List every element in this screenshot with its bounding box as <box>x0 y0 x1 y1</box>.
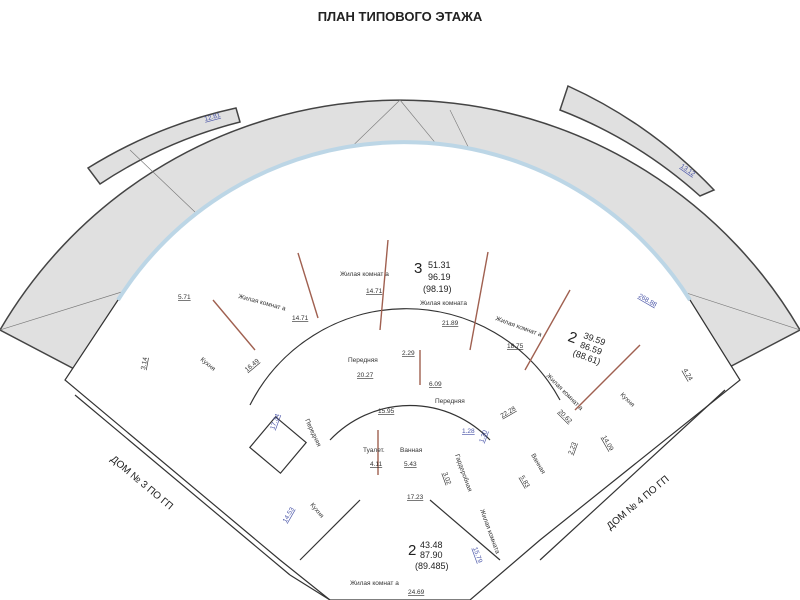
window-band <box>116 140 692 302</box>
svg-text:3.02: 3.02 <box>441 471 452 486</box>
house-4-label: ДОМ № 4 ПО ГП <box>605 474 672 532</box>
svg-text:Жилая комнат а: Жилая комнат а <box>350 580 399 587</box>
svg-text:96.19: 96.19 <box>428 272 451 282</box>
svg-text:15.95: 15.95 <box>378 408 395 415</box>
apartment-3: 3 51.31 96.19 (98.19) <box>414 260 452 294</box>
svg-text:5.43: 5.43 <box>404 461 417 468</box>
svg-text:2: 2 <box>408 542 416 559</box>
page-title: ПЛАН ТИПОВОГО ЭТАЖА <box>317 9 483 24</box>
svg-text:14.71: 14.71 <box>366 288 383 295</box>
svg-text:12.81: 12.81 <box>204 112 222 123</box>
svg-text:(98.19): (98.19) <box>423 284 452 294</box>
svg-text:43.48: 43.48 <box>420 540 443 550</box>
interior-walls <box>74 308 726 600</box>
svg-text:Передняя: Передняя <box>435 398 465 405</box>
balcony-right <box>559 84 716 197</box>
svg-text:6.09: 6.09 <box>429 381 442 388</box>
svg-text:3.14: 3.14 <box>140 356 149 370</box>
svg-text:Передняя: Передняя <box>348 357 378 364</box>
balcony-left <box>86 107 241 186</box>
svg-text:(89.485): (89.485) <box>415 561 449 571</box>
svg-text:3: 3 <box>414 260 422 277</box>
svg-text:Туалет.: Туалет. <box>363 447 385 454</box>
svg-text:51.31: 51.31 <box>428 260 451 270</box>
svg-text:2.23: 2.23 <box>567 441 578 456</box>
svg-text:Жилая комната: Жилая комната <box>420 300 467 307</box>
svg-text:5.71: 5.71 <box>178 294 191 301</box>
svg-text:20.27: 20.27 <box>357 372 374 379</box>
partitions <box>212 239 641 475</box>
svg-text:21.89: 21.89 <box>442 320 459 327</box>
svg-text:24.69: 24.69 <box>408 589 425 596</box>
svg-text:14.71: 14.71 <box>292 315 309 322</box>
svg-text:1.30: 1.30 <box>478 429 489 444</box>
svg-text:4.11: 4.11 <box>370 461 383 468</box>
svg-text:17.23: 17.23 <box>407 494 424 501</box>
apartment-2-bottom: 2 43.48 87.90 (89.485) <box>408 540 449 571</box>
svg-text:Жилая комнат а: Жилая комнат а <box>340 271 389 278</box>
svg-text:2.29: 2.29 <box>402 350 415 357</box>
svg-text:1.28: 1.28 <box>462 428 475 435</box>
svg-text:87.90: 87.90 <box>420 550 443 560</box>
svg-text:18.75: 18.75 <box>507 343 524 350</box>
svg-text:Ванная: Ванная <box>400 447 423 454</box>
